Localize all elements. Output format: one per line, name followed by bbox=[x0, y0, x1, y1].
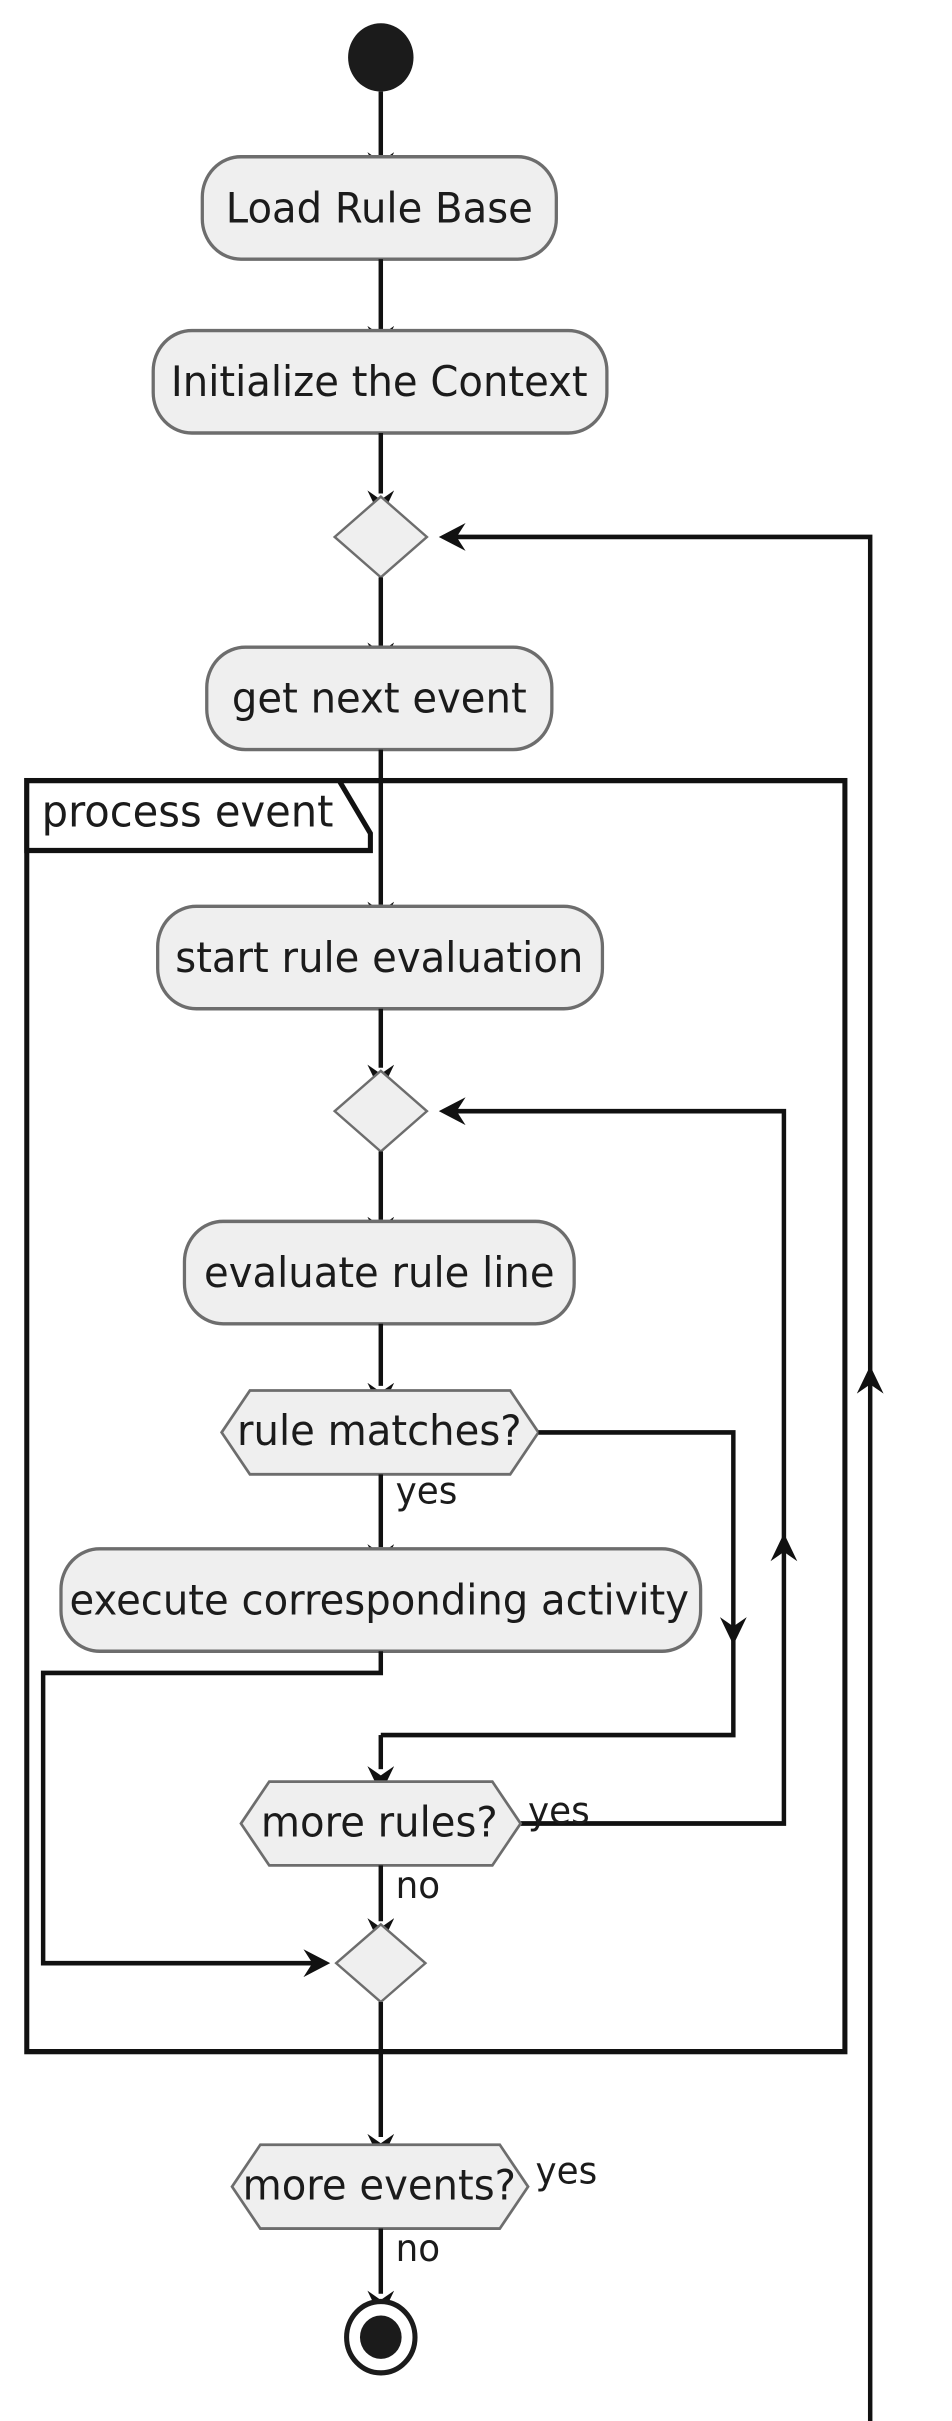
final-node-inner-dot bbox=[359, 2315, 402, 2359]
node-load-rule-base[interactable]: Load Rule Base bbox=[200, 155, 558, 261]
merge-diamond bbox=[332, 494, 429, 579]
bypass-path bbox=[380, 1430, 736, 1738]
node-execute-corresponding-activity[interactable]: execute corresponding activity bbox=[59, 1547, 703, 1653]
arrowhead-up bbox=[770, 1533, 798, 1562]
partition-frame-rect bbox=[24, 777, 848, 2055]
action-label: Initialize the Context bbox=[171, 357, 588, 406]
node-start bbox=[348, 23, 414, 92]
edge-rule-matches-yes: yes bbox=[367, 1469, 458, 1573]
action-label: Load Rule Base bbox=[226, 183, 533, 232]
action-label: evaluate rule line bbox=[204, 1248, 555, 1297]
node-evaluate-rule-line[interactable]: evaluate rule line bbox=[182, 1219, 576, 1326]
guard-label-yes: yes bbox=[396, 1469, 458, 1513]
action-label: start rule evaluation bbox=[175, 933, 583, 982]
arrowhead-right bbox=[303, 1949, 331, 1978]
action-label: execute corresponding activity bbox=[70, 1576, 690, 1625]
decision-label: more events? bbox=[243, 2161, 516, 2210]
loopback-path bbox=[446, 534, 873, 2421]
partition-process-event: process event bbox=[24, 777, 848, 2055]
left-route-path bbox=[40, 1651, 384, 1966]
partition-label: process event bbox=[42, 787, 334, 838]
node-initialize-the-context[interactable]: Initialize the Context bbox=[151, 328, 609, 435]
node-rule-matches[interactable]: rule matches? bbox=[220, 1389, 541, 1476]
initial-node-circle bbox=[348, 23, 414, 92]
decision-label: rule matches? bbox=[237, 1406, 522, 1455]
arrowhead-up bbox=[856, 1365, 884, 1394]
edge-more-events-no: no bbox=[367, 2226, 440, 2319]
decision-label: more rules? bbox=[261, 1797, 498, 1846]
merge-diamond bbox=[332, 1069, 429, 1154]
edge-more-events-yes-loopback bbox=[438, 522, 884, 2421]
arrowhead-left bbox=[438, 522, 466, 551]
decision-hexagon[interactable] bbox=[230, 2143, 530, 2230]
arrowhead-down bbox=[719, 1617, 747, 1646]
arrowhead-left bbox=[438, 1097, 466, 1126]
node-start-rule-evaluation[interactable]: start rule evaluation bbox=[156, 904, 605, 1011]
decision-hexagon[interactable] bbox=[220, 1389, 541, 1476]
guard-label-no: no bbox=[396, 2226, 440, 2270]
edge-more-rules-no: no bbox=[367, 1863, 440, 1947]
guard-label-more-events-yes: yes bbox=[536, 2149, 598, 2193]
edge-execute-activity-to-merge-rules-end bbox=[40, 1651, 384, 1978]
merge-diamond bbox=[334, 1922, 428, 2004]
guard-label-no: no bbox=[396, 1863, 440, 1907]
decision-hexagon[interactable] bbox=[239, 1780, 523, 1867]
partition-tab-shape bbox=[24, 777, 373, 854]
node-get-next-event[interactable]: get next event bbox=[205, 645, 554, 752]
node-merge-inner bbox=[332, 1069, 429, 1154]
node-merge-outer bbox=[332, 494, 429, 579]
guard-label-more-rules-yes: yes bbox=[528, 1789, 590, 1833]
node-more-rules[interactable]: more rules? bbox=[239, 1780, 523, 1867]
node-more-events[interactable]: more events? bbox=[230, 2143, 530, 2230]
loopback-path bbox=[446, 1108, 787, 1826]
node-end bbox=[344, 2298, 418, 2376]
node-merge-rules-end bbox=[334, 1922, 428, 2004]
edge-more-rules-yes-loopback bbox=[438, 1097, 798, 1826]
edge-rule-matches-no-bypass bbox=[380, 1430, 747, 1738]
action-label: get next event bbox=[232, 674, 527, 723]
